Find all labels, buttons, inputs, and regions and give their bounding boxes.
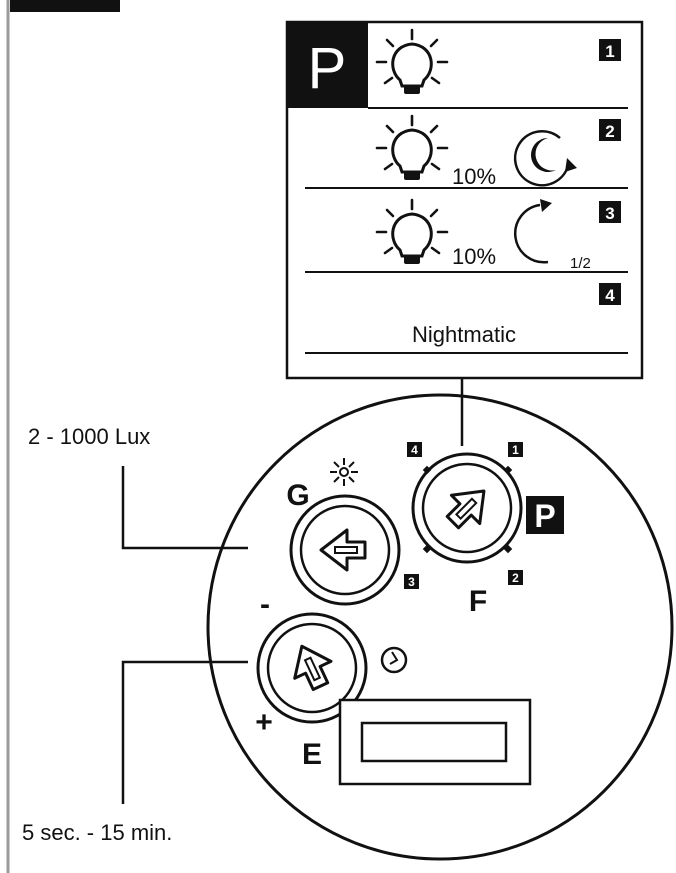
moon-rotate-icon xyxy=(513,130,577,187)
dial-f-mark-2: 2 xyxy=(512,571,519,585)
time-callout-line xyxy=(121,660,248,804)
mode-3-percent: 10% xyxy=(452,244,496,269)
dial-e-letter: E xyxy=(302,738,322,771)
dial-g-mark: 3 xyxy=(408,575,415,589)
mode-4-row: 4 Nightmatic xyxy=(412,283,621,347)
program-header-letter: P xyxy=(308,36,347,101)
mode-3-badge xyxy=(599,201,621,223)
mode-3-row: 10% 1/2 3 xyxy=(375,198,621,272)
mode-2-row: 10% 2 xyxy=(375,114,621,189)
dial-e-minus: - xyxy=(260,588,270,621)
mode-3-number: 3 xyxy=(605,204,614,223)
dial-f-mark-4-badge xyxy=(407,442,422,457)
moon-half-icon xyxy=(514,199,560,264)
device-housing xyxy=(206,393,674,861)
program-header-badge xyxy=(287,22,368,108)
dial-e-plus: + xyxy=(255,706,273,739)
corner-tab xyxy=(10,0,120,12)
mode-1-row: 1 xyxy=(375,28,621,96)
mode-1-number: 1 xyxy=(605,42,614,61)
dial-f-ticks xyxy=(422,465,513,554)
clock-icon xyxy=(380,646,408,674)
dial-g-letter: G xyxy=(286,479,309,512)
lux-range-label: 2 - 1000 Lux xyxy=(28,424,150,449)
dial-f-letter: F xyxy=(469,585,487,618)
dial-e[interactable] xyxy=(256,612,368,724)
dial-g[interactable] xyxy=(289,494,401,606)
time-range-label: 5 sec. - 15 min. xyxy=(22,820,172,845)
dial-f-mark-4: 4 xyxy=(411,443,418,457)
mode-1-badge xyxy=(599,39,621,61)
sun-icon xyxy=(330,458,358,486)
dial-f[interactable] xyxy=(411,452,523,564)
dial-f-mark-1-badge xyxy=(508,442,523,457)
program-badge xyxy=(526,496,564,534)
dial-f-mark-2-badge xyxy=(508,570,523,585)
moon-icon xyxy=(260,522,284,548)
dial-f-mark-1: 1 xyxy=(512,443,519,457)
nightmatic-label: Nightmatic xyxy=(412,322,516,347)
mode-4-badge xyxy=(599,283,621,305)
mode-4-number: 4 xyxy=(605,286,615,305)
dial-g-mark-badge xyxy=(404,574,419,589)
program-panel: P 1 10% 2 10% xyxy=(285,20,644,380)
mode-2-number: 2 xyxy=(605,122,614,141)
mode-2-badge xyxy=(599,119,621,141)
sensor-window xyxy=(338,698,532,786)
lux-callout-line xyxy=(121,466,248,550)
program-badge-letter: P xyxy=(534,498,555,534)
mode-2-percent: 10% xyxy=(452,164,496,189)
mode-3-subscript: 1/2 xyxy=(570,255,591,272)
